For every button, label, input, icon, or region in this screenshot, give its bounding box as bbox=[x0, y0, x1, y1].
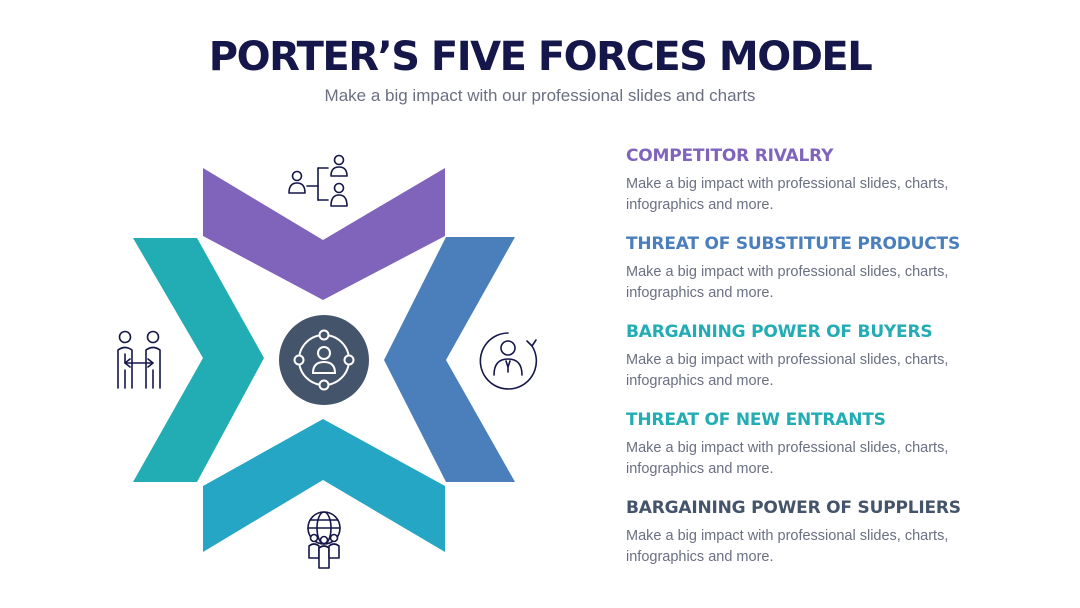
force-description: Make a big impact with professional slid… bbox=[626, 528, 949, 565]
chevron-bottom bbox=[203, 419, 445, 552]
force-heading: BARGAINING POWER OF SUPPLIERS bbox=[626, 498, 961, 518]
person-network-icon bbox=[279, 315, 369, 405]
force-description: Make a big impact with professional slid… bbox=[626, 352, 949, 389]
chevron-left bbox=[133, 238, 264, 482]
chevron-top bbox=[203, 168, 445, 300]
page-subtitle: Make a big impact with our professional … bbox=[324, 86, 756, 105]
team-hierarchy-icon bbox=[288, 154, 348, 207]
business-handshake-icon bbox=[117, 330, 161, 389]
force-item-competitor-rivalry: COMPETITOR RIVALRY Make a big impact wit… bbox=[626, 146, 1076, 216]
force-item-new-entrants: THREAT OF NEW ENTRANTS Make a big impact… bbox=[626, 410, 1076, 480]
force-item-buyer-power: BARGAINING POWER OF BUYERS Make a big im… bbox=[626, 322, 1076, 392]
force-description: Make a big impact with professional slid… bbox=[626, 176, 949, 213]
five-forces-diagram bbox=[117, 154, 538, 569]
page-title: PORTER’S FIVE FORCES MODEL bbox=[208, 34, 873, 80]
chevron-right bbox=[384, 237, 515, 482]
global-people-icon bbox=[307, 511, 341, 569]
force-item-supplier-power: BARGAINING POWER OF SUPPLIERS Make a big… bbox=[626, 498, 1076, 568]
customer-cycle-icon bbox=[479, 332, 538, 390]
force-heading: THREAT OF NEW ENTRANTS bbox=[626, 410, 886, 430]
force-heading: BARGAINING POWER OF BUYERS bbox=[626, 322, 933, 342]
force-description: Make a big impact with professional slid… bbox=[626, 440, 949, 477]
force-heading: COMPETITOR RIVALRY bbox=[626, 146, 834, 166]
force-heading: THREAT OF SUBSTITUTE PRODUCTS bbox=[626, 234, 960, 254]
force-description: Make a big impact with professional slid… bbox=[626, 264, 949, 301]
force-item-threat-of-substitutes: THREAT OF SUBSTITUTE PRODUCTS Make a big… bbox=[626, 234, 1076, 304]
